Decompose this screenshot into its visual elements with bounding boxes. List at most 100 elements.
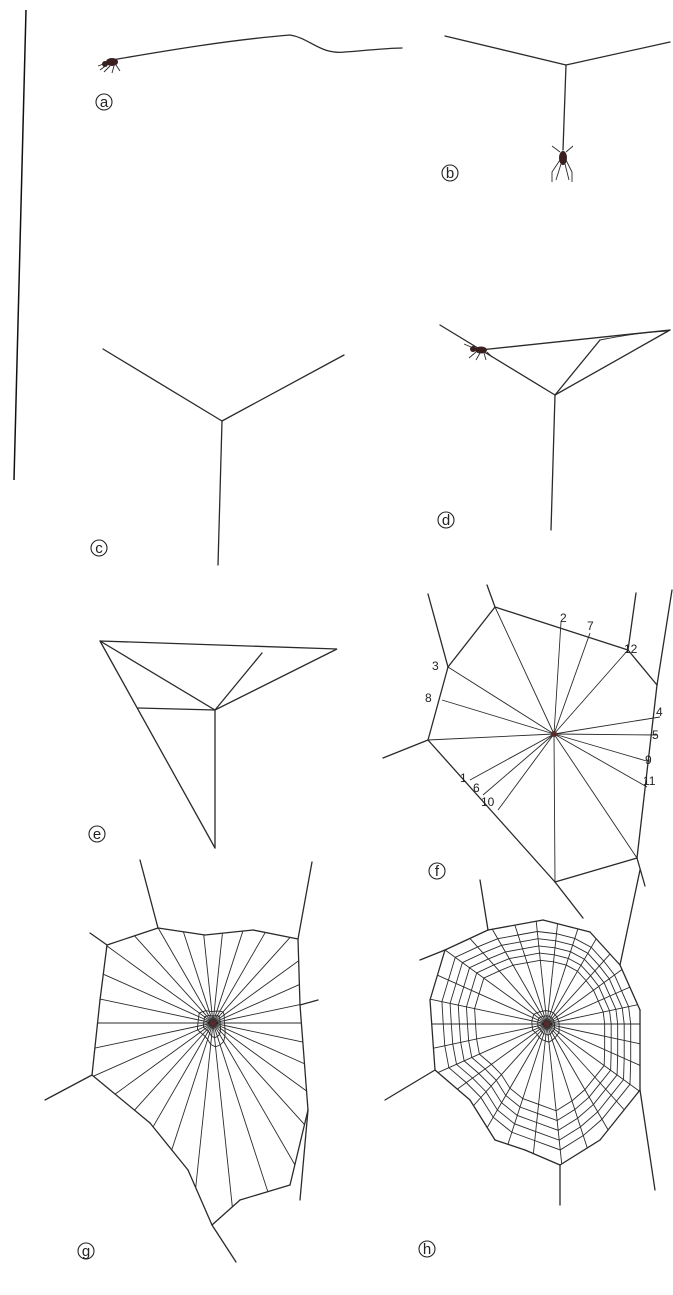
frame-thread — [100, 641, 215, 848]
support-thread — [640, 1090, 655, 1190]
frame-thread — [100, 945, 107, 1000]
frame-threads — [385, 870, 655, 1205]
frame-thread — [430, 1000, 435, 1070]
panel-f: 1 2 3 4 5 6 7 8 9 10 11 12 f — [383, 585, 672, 918]
radius-line — [93, 1023, 213, 1076]
frame-thread — [107, 928, 158, 945]
radius-line — [213, 937, 290, 1023]
support-thread — [620, 870, 640, 965]
thread — [445, 36, 566, 65]
spider-icon — [552, 146, 573, 182]
radius-number-12: 12 — [624, 642, 638, 656]
radius-number-1: 1 — [460, 771, 467, 785]
panel-label-h: h — [423, 1241, 431, 1258]
frame-thread — [212, 1200, 240, 1225]
panel-b: b — [442, 36, 670, 182]
support-thread — [487, 585, 495, 607]
radius-line — [508, 1024, 547, 1144]
support-thread — [90, 933, 107, 945]
panel-h: h — [385, 870, 655, 1258]
sagging-thread — [600, 331, 668, 340]
frame-thread — [300, 1005, 308, 1110]
radius-line — [547, 954, 610, 1024]
radius-line — [547, 1024, 640, 1065]
frame-thread — [525, 1150, 560, 1165]
panel-label-f: f — [435, 863, 440, 880]
radius-number-9: 9 — [645, 753, 652, 767]
frame-thread — [188, 1170, 212, 1225]
radius-line — [103, 974, 213, 1023]
frame-thread — [215, 653, 262, 710]
frame-thread — [240, 1185, 290, 1200]
radius-number-7: 7 — [587, 619, 594, 633]
hub-spider-icon — [544, 1021, 550, 1027]
panel-e: e — [89, 641, 337, 848]
support-thread — [428, 594, 448, 667]
radius-line — [547, 1024, 587, 1148]
panel-label-e: e — [93, 826, 101, 843]
drop-line — [563, 65, 566, 150]
frame-thread — [448, 607, 628, 667]
frame-thread — [100, 641, 337, 710]
radius-line — [172, 1023, 213, 1150]
panel-label-a: a — [100, 94, 109, 111]
panel-g: g — [45, 860, 318, 1262]
frame-thread — [92, 1075, 150, 1123]
frame-thread — [600, 1090, 640, 1140]
thread — [440, 325, 555, 395]
frame-thread — [445, 930, 488, 950]
radius-line — [437, 975, 547, 1024]
page-edge-line — [14, 10, 26, 480]
frame-thread — [205, 930, 253, 935]
radius-line — [213, 1023, 268, 1192]
frame-thread — [253, 930, 298, 939]
thread — [566, 42, 670, 65]
radius-line — [213, 1023, 304, 1125]
frame-thread — [495, 1140, 525, 1150]
radius-line — [222, 355, 344, 421]
frame-thread — [428, 740, 555, 882]
radius-line — [138, 708, 215, 710]
support-thread — [637, 858, 645, 886]
support-thread — [300, 1000, 318, 1005]
radius-number-8: 8 — [425, 691, 432, 705]
panel-d: d — [438, 325, 670, 530]
radius-number-11: 11 — [643, 774, 656, 788]
radius-number-6: 6 — [473, 781, 480, 795]
radius-line — [213, 985, 299, 1023]
frame-thread — [637, 685, 657, 858]
support-thread — [555, 882, 583, 918]
radius-line — [103, 349, 222, 421]
frame-thread — [560, 1140, 600, 1165]
support-thread — [383, 740, 428, 758]
support-thread — [480, 880, 488, 930]
radius-number-4: 4 — [656, 705, 663, 719]
frame-threads — [45, 860, 318, 1262]
thread — [551, 395, 555, 530]
radius-number-10: 10 — [481, 795, 495, 809]
radius-line — [218, 421, 222, 565]
hub-spider-icon — [551, 731, 557, 737]
panel-label-b: b — [446, 165, 454, 182]
support-thread — [212, 1225, 236, 1262]
radii — [430, 921, 640, 1164]
radius-number-3: 3 — [432, 659, 439, 673]
frame-thread — [158, 928, 205, 935]
panel-label-c: c — [95, 540, 103, 557]
support-thread — [420, 950, 445, 960]
frame-thread — [92, 1000, 100, 1075]
frame-thread — [430, 950, 445, 1000]
hub-spider-icon — [210, 1020, 216, 1026]
spider-icon — [464, 344, 492, 360]
support-thread — [140, 860, 158, 928]
radius-line — [474, 1024, 547, 1106]
radius-line — [135, 1023, 213, 1110]
panel-c: c — [91, 349, 344, 565]
frame-thread — [555, 340, 600, 395]
radius-number-5: 5 — [652, 728, 659, 742]
frame-thread — [298, 939, 300, 1005]
frame-thread — [555, 858, 637, 882]
support-thread — [385, 1070, 435, 1100]
panel-a: a — [96, 35, 402, 111]
